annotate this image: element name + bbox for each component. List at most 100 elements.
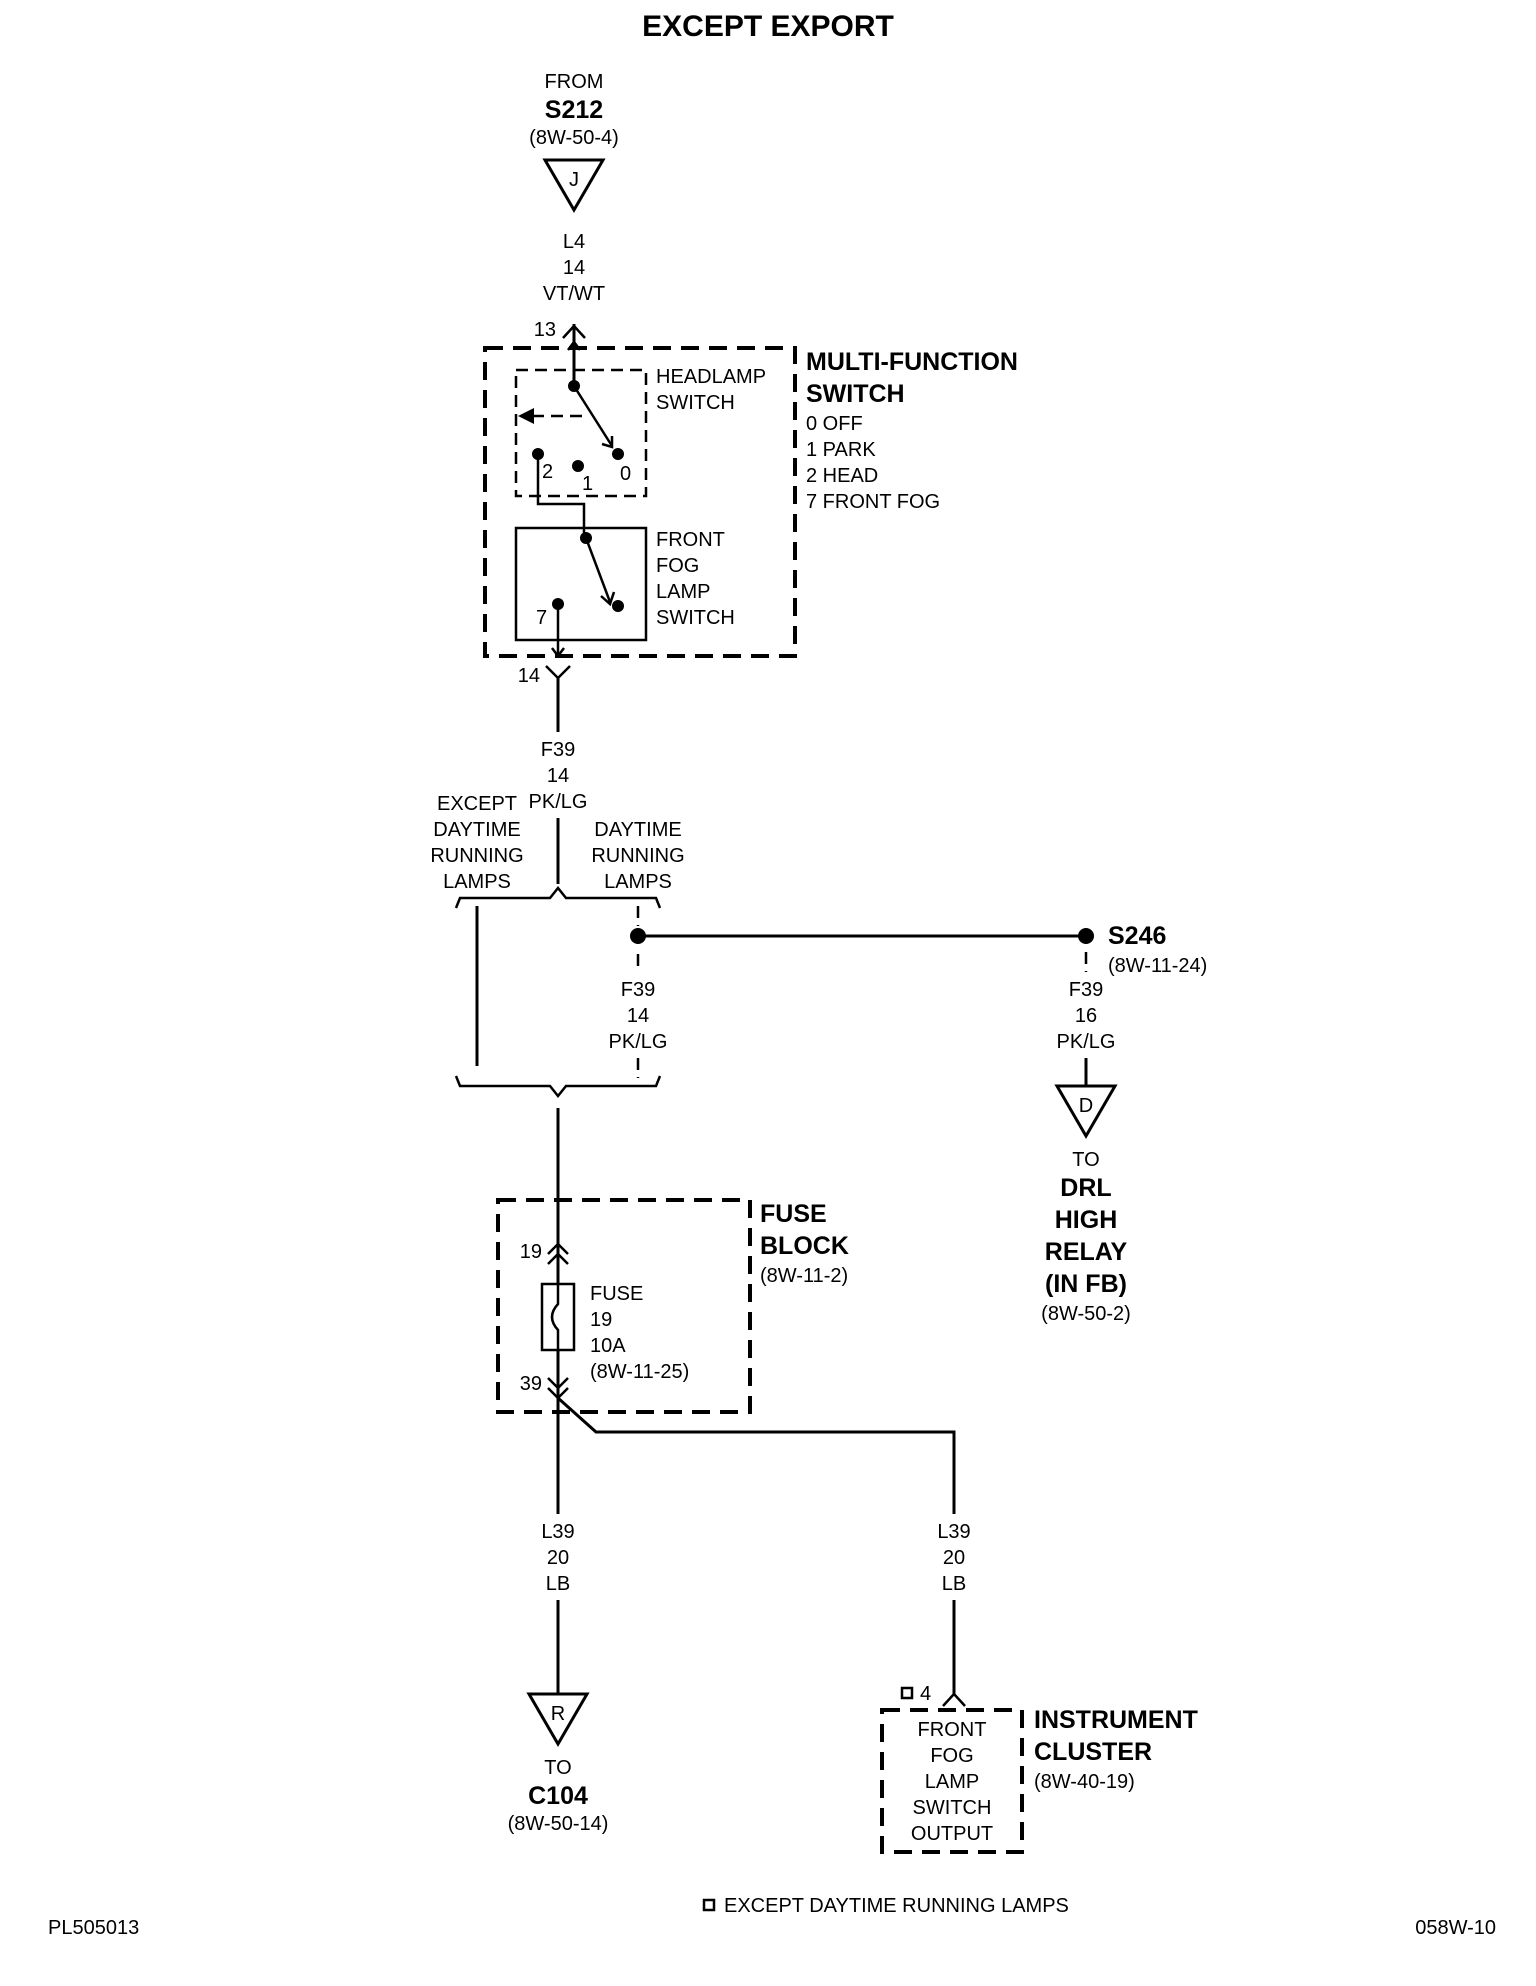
relay-to-label: TO [1072, 1149, 1099, 1171]
front-fog-lamp-switch-box [514, 526, 648, 642]
fuse-element [550, 1284, 560, 1350]
headlamp-contact-1-label: 1 [582, 473, 593, 495]
relay-connector-letter: D [1079, 1095, 1093, 1117]
c104-name: C104 [528, 1782, 588, 1810]
msw-position-head: 2 HEAD [806, 465, 878, 487]
fog-label-line2: FOG [656, 555, 699, 577]
drl-line3: LAMPS [604, 871, 672, 893]
relay-name-line4: (IN FB) [1045, 1270, 1127, 1298]
headlamp-label-line2: SWITCH [656, 392, 735, 414]
cluster-box-line5: OUTPUT [911, 1823, 993, 1845]
source-connector-triangle [542, 158, 606, 213]
fuse-block-title-line2: BLOCK [760, 1232, 849, 1260]
relay-name-line1: DRL [1060, 1174, 1111, 1202]
fuse-block-pin-out: 39 [520, 1373, 542, 1395]
except-drl-line3: RUNNING [430, 845, 523, 867]
footnote-marker [702, 1898, 716, 1912]
msw-pin-out: 14 [518, 665, 540, 687]
wire-r-color: LB [942, 1573, 966, 1595]
drl-wire-gauge: 14 [627, 1005, 649, 1027]
s246-splice-dot [1078, 928, 1094, 944]
msw-position-front-fog: 7 FRONT FOG [806, 491, 940, 513]
pin-4-connector [942, 1692, 966, 1707]
except-drl-line4: LAMPS [443, 871, 511, 893]
except-drl-line2: DAYTIME [433, 819, 520, 841]
relay-ref: (8W-50-2) [1041, 1303, 1131, 1325]
relay-name-line2: HIGH [1055, 1206, 1118, 1234]
head-to-fog-jumper [536, 454, 586, 536]
diagram-title: EXCEPT EXPORT [642, 10, 894, 43]
wire-out-circuit: F39 [541, 739, 575, 761]
source-from-label: FROM [545, 71, 604, 93]
wire-in-color: VT/WT [543, 283, 605, 305]
cluster-title-line1: INSTRUMENT [1034, 1706, 1198, 1734]
headlamp-switch-box [514, 368, 648, 498]
fog-output-arrow [551, 647, 565, 659]
fuse-label-line3: 10A [590, 1335, 626, 1357]
headlamp-wiper-arrowhead [601, 436, 614, 449]
headlamp-contact-2-label: 2 [542, 461, 553, 483]
fog-label-line3: LAMP [656, 581, 710, 603]
drl-wire-color: PK/LG [609, 1031, 668, 1053]
splice-ref: (8W-11-24) [1108, 955, 1207, 977]
relay-name-line3: RELAY [1045, 1238, 1128, 1266]
headlamp-wiper [572, 385, 614, 447]
headlamp-label-line1: HEADLAMP [656, 366, 766, 388]
wire-r-circuit: L39 [937, 1521, 970, 1543]
fuse-block-box [496, 1198, 752, 1414]
fuse-label-line1: FUSE [590, 1283, 643, 1305]
msw-title-line2: SWITCH [806, 380, 905, 408]
headlamp-link-arrow [518, 408, 534, 424]
footer-right-code: 058W-10 [1415, 1917, 1496, 1939]
cluster-box-line2: FOG [930, 1745, 973, 1767]
c104-ref: (8W-50-14) [508, 1813, 609, 1835]
wire-in-circuit: L4 [563, 231, 585, 253]
source-connector-letter: J [569, 169, 579, 191]
cluster-pin: 4 [920, 1683, 931, 1705]
msw-title-line1: MULTI-FUNCTION [806, 348, 1018, 376]
variant-brace-top [454, 885, 662, 909]
fuse-block-ref: (8W-11-2) [760, 1265, 848, 1287]
wire-l-color: LB [546, 1573, 570, 1595]
wire-l-circuit: L39 [541, 1521, 574, 1543]
headlamp-contact-0-label: 0 [620, 463, 631, 485]
splice-name: S246 [1108, 922, 1166, 950]
drl-wire-circuit: F39 [621, 979, 655, 1001]
cluster-box-line3: LAMP [925, 1771, 979, 1793]
wire-l-gauge: 20 [547, 1547, 569, 1569]
relay-connector-triangle [1054, 1084, 1118, 1139]
fog-wiper [584, 537, 612, 603]
msw-position-off: 0 OFF [806, 413, 863, 435]
c104-to-label: TO [544, 1757, 571, 1779]
fog-contact-7-label: 7 [536, 607, 547, 629]
headlamp-contact-1 [572, 460, 584, 472]
fog-wiper-arrowhead [600, 591, 616, 607]
relay-wire-gauge: 16 [1075, 1005, 1097, 1027]
cluster-box-line1: FRONT [918, 1719, 987, 1741]
fog-label-line1: FRONT [656, 529, 725, 551]
fuse-block-pin-in: 19 [520, 1241, 542, 1263]
source-ref: (8W-50-4) [529, 127, 619, 149]
fuse-block-title-line1: FUSE [760, 1200, 827, 1228]
wire-out-color: PK/LG [529, 791, 588, 813]
c104-connector-triangle [526, 1692, 590, 1747]
cluster-box-line4: SWITCH [913, 1797, 992, 1819]
drl-line2: RUNNING [591, 845, 684, 867]
msw-position-park: 1 PARK [806, 439, 876, 461]
msw-pin-in: 13 [534, 319, 556, 341]
pin-14-connector [545, 665, 571, 680]
variant-brace-bottom [454, 1075, 662, 1099]
footer-left-code: PL505013 [48, 1917, 139, 1939]
cluster-title-line2: CLUSTER [1034, 1738, 1152, 1766]
c104-connector-letter: R [551, 1703, 565, 1725]
wire-in-gauge: 14 [563, 257, 585, 279]
instrument-cluster-box [880, 1708, 1024, 1854]
source-name: S212 [545, 96, 603, 124]
pin-39-connector-a [547, 1377, 569, 1390]
relay-wire-circuit: F39 [1069, 979, 1103, 1001]
fog-label-line4: SWITCH [656, 607, 735, 629]
wire-r-gauge: 20 [943, 1547, 965, 1569]
footnote-text: EXCEPT DAYTIME RUNNING LAMPS [724, 1895, 1069, 1917]
fog-contact-open [612, 600, 624, 612]
